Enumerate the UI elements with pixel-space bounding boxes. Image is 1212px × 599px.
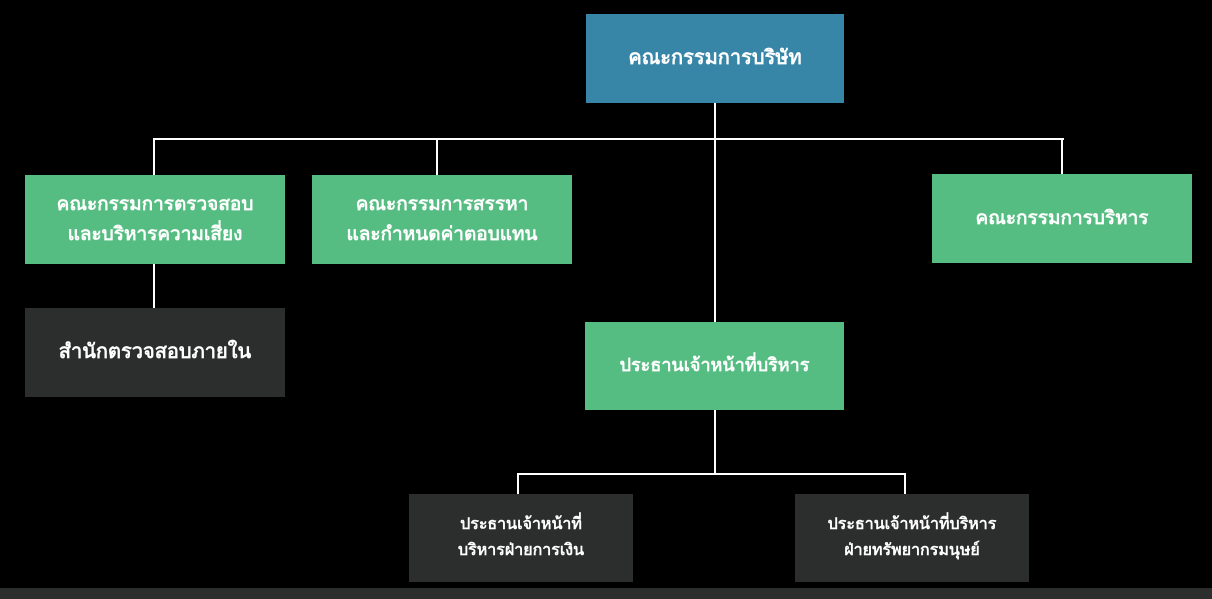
bottom-strip bbox=[0, 588, 1212, 599]
node-internal-audit-office: สำนักตรวจสอบภายใน bbox=[25, 308, 285, 397]
node-internal-audit-office-label: สำนักตรวจสอบภายใน bbox=[58, 341, 252, 363]
node-board-of-directors: คณะกรรมการบริษัท bbox=[586, 14, 844, 103]
node-chief-hr-officer: ประธานเจ้าหน้าที่บริหาร ฝ่ายทรัพยากรมนุษ… bbox=[795, 494, 1029, 582]
node-audit-risk-committee-label: คณะกรรมการตรวจสอบ และบริหารความเสี่ยง bbox=[56, 194, 254, 245]
connector-to-cfo bbox=[517, 473, 519, 494]
node-chief-executive-officer: ประธานเจ้าหน้าที่บริหาร bbox=[585, 322, 844, 410]
connector-to-audit-risk bbox=[153, 138, 155, 175]
node-chief-hr-officer-label: ประธานเจ้าหน้าที่บริหาร ฝ่ายทรัพยากรมนุษ… bbox=[827, 516, 997, 559]
node-executive-committee: คณะกรรมการบริหาร bbox=[932, 174, 1192, 263]
node-nomination-remuneration-committee: คณะกรรมการสรรหา และกำหนดค่าตอบแทน bbox=[312, 175, 572, 264]
node-executive-committee-label: คณะกรรมการบริหาร bbox=[975, 207, 1149, 229]
connector-to-executive bbox=[1061, 138, 1063, 175]
connector-to-nomination bbox=[436, 138, 438, 175]
connector-audit-to-internal-audit bbox=[153, 264, 155, 308]
node-nomination-remuneration-committee-label: คณะกรรมการสรรหา และกำหนดค่าตอบแทน bbox=[346, 194, 538, 245]
node-board-of-directors-label: คณะกรรมการบริษัท bbox=[628, 47, 802, 69]
node-chief-financial-officer-label: ประธานเจ้าหน้าที่ บริหารฝ่ายการเงิน bbox=[457, 516, 585, 559]
connector-board-vertical bbox=[714, 103, 716, 322]
node-chief-executive-officer-label: ประธานเจ้าหน้าที่บริหาร bbox=[619, 355, 810, 376]
node-chief-financial-officer: ประธานเจ้าหน้าที่ บริหารฝ่ายการเงิน bbox=[409, 494, 633, 582]
connector-row3-horizontal bbox=[517, 473, 906, 475]
connector-to-chro bbox=[904, 473, 906, 494]
connector-row1-horizontal bbox=[153, 138, 1064, 140]
connector-ceo-vertical bbox=[714, 410, 716, 473]
node-audit-risk-committee: คณะกรรมการตรวจสอบ และบริหารความเสี่ยง bbox=[25, 175, 285, 264]
